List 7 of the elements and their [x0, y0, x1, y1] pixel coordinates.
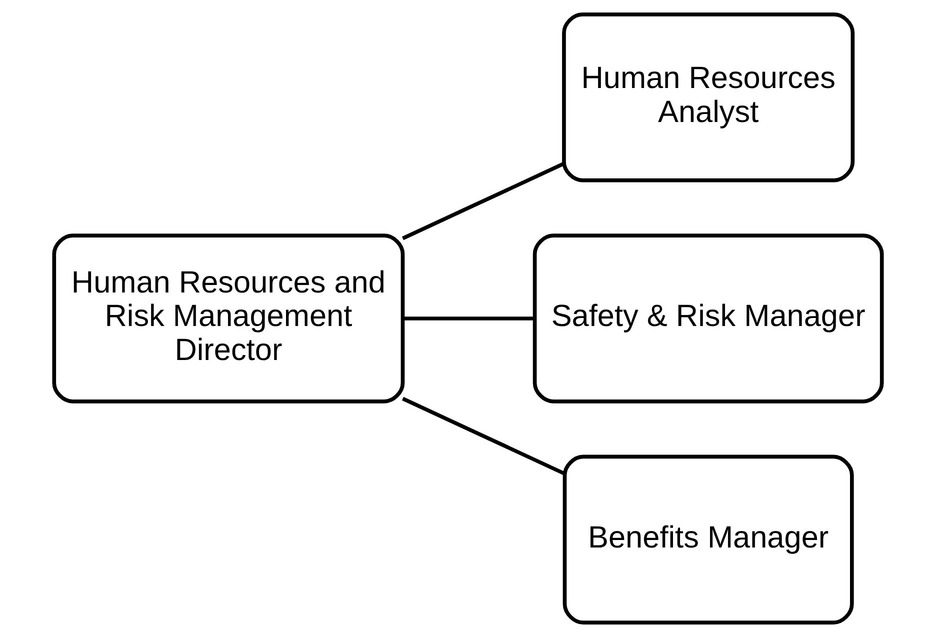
node-box: Benefits Manager [562, 454, 854, 624]
node-box: Human Resources Analyst [562, 12, 855, 182]
connector [402, 396, 566, 476]
connector [402, 162, 564, 240]
node-box: Human Resources and Risk Management Director [52, 234, 405, 404]
node-box: Safety & Risk Manager [532, 234, 884, 404]
connector [402, 316, 535, 320]
